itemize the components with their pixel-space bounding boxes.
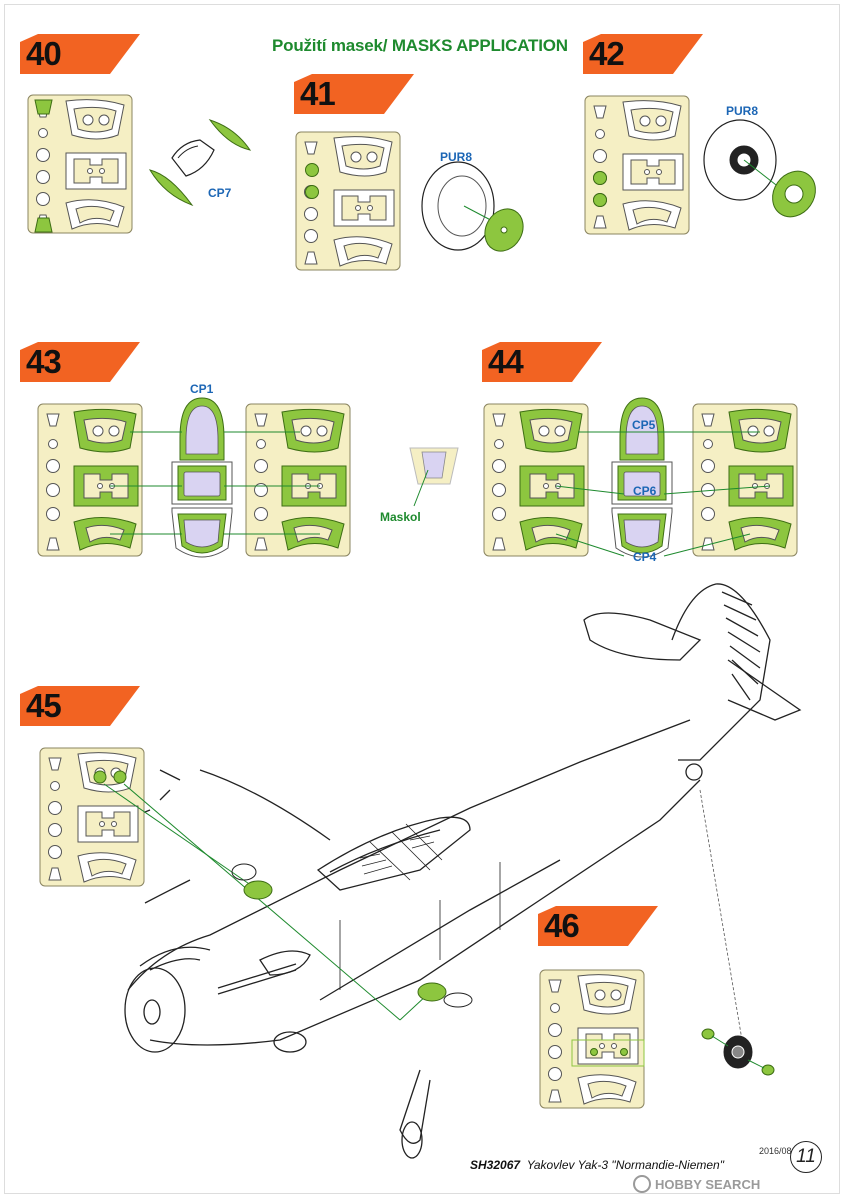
step-badge-40: 40: [20, 34, 140, 74]
step-badge-46: 46: [538, 906, 658, 946]
step-badge-45: 45: [20, 686, 140, 726]
label-cp1: CP1: [190, 382, 214, 396]
page-border: [4, 4, 840, 1194]
footer-date: 2016/08: [759, 1146, 792, 1156]
label-cp7: CP7: [208, 186, 232, 200]
label-pur8-step41: PUR8: [440, 150, 473, 164]
watermark: HOBBY SEARCH: [633, 1175, 760, 1193]
step-badge-43: 43: [20, 342, 140, 382]
label-pur8-step42: PUR8: [726, 104, 759, 118]
footer-caption: SH32067 Yakovlev Yak-3 "Normandie-Niemen…: [470, 1158, 724, 1172]
step-42-group: [584, 95, 816, 235]
step-46-group: [539, 789, 775, 1109]
footer-model: Yakovlev Yak-3 "Normandie-Niemen": [526, 1158, 724, 1172]
step-41-group: [295, 131, 524, 271]
step-badge-42: 42: [583, 34, 703, 74]
page-title: Použití masek/ MASKS APPLICATION: [272, 36, 568, 55]
step-badge-41: 41: [294, 74, 414, 114]
aircraft-fuselage: [99, 583, 802, 1159]
page-number: 11: [790, 1141, 822, 1173]
label-cp4: CP4: [633, 550, 657, 564]
step-45-group: [39, 747, 473, 1021]
step-44-group: [483, 397, 798, 558]
label-cp6: CP6: [633, 484, 657, 498]
step-40-group: [27, 94, 252, 234]
watermark-logo-icon: [633, 1175, 651, 1193]
label-cp5: CP5: [632, 418, 656, 432]
step-43-group: [37, 397, 459, 558]
label-maskol: Maskol: [380, 510, 421, 524]
footer-code: SH32067: [470, 1158, 521, 1172]
step-badge-44: 44: [482, 342, 602, 382]
